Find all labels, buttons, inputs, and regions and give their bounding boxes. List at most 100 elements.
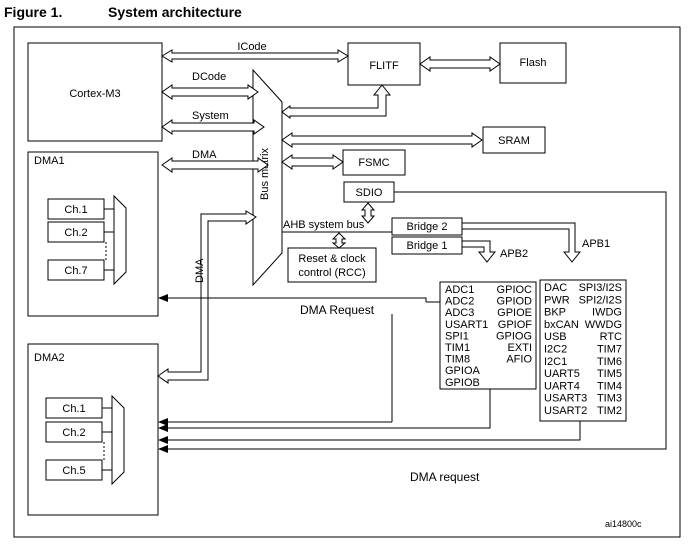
dma-request-apb1-arrowhead bbox=[158, 436, 168, 444]
apb1-left-item-8: UART4 bbox=[544, 380, 580, 392]
dcode-bus-arrow bbox=[161, 84, 259, 100]
cortex-m3-block bbox=[27, 42, 163, 142]
drawing-code: ai14800c bbox=[605, 519, 642, 529]
apb1-left-item-5: I2C2 bbox=[544, 344, 567, 356]
apb2-label: APB2 bbox=[500, 248, 528, 260]
apb2-left-item-2: ADC3 bbox=[445, 307, 474, 319]
apb1-right-item-9: TIM3 bbox=[597, 393, 622, 405]
apb1-right-item-2: IWDG bbox=[592, 307, 622, 319]
apb1-left-item-0: DAC bbox=[544, 282, 567, 294]
apb1-bus-arrow bbox=[461, 222, 582, 263]
apb1-right-item-7: TIM5 bbox=[597, 368, 622, 380]
matrix-flitf-arrow bbox=[281, 84, 392, 119]
apb1-left-item-2: BKP bbox=[544, 307, 566, 319]
apb2-left-item-4: SPI1 bbox=[445, 330, 469, 342]
dma-request-upper-arrowhead bbox=[158, 294, 168, 302]
ahb-rcc-arrow bbox=[331, 232, 347, 249]
dma-request-apb2-line bbox=[168, 389, 491, 429]
apb1-label: APB1 bbox=[582, 238, 610, 250]
apb2-left-item-3: USART1 bbox=[445, 319, 488, 331]
apb2-left-item-7: GPIOA bbox=[445, 365, 481, 377]
apb1-left-item-6: I2C1 bbox=[544, 356, 567, 368]
cortex-m3-label: Cortex-M3 bbox=[69, 88, 120, 100]
apb1-left-item-4: USB bbox=[544, 331, 567, 343]
dma-bus-label: DMA bbox=[192, 149, 217, 161]
apb1-right-item-3: WWDG bbox=[585, 319, 622, 331]
apb1-left-item-3: bxCAN bbox=[544, 319, 579, 331]
apb1-right-item-8: TIM4 bbox=[597, 380, 622, 392]
rcc-label-line2: control (RCC) bbox=[298, 267, 365, 279]
figure-title: System architecture bbox=[108, 4, 242, 20]
dma2-channel-2-label: Ch.2 bbox=[62, 427, 85, 439]
flitf-flash-arrow bbox=[419, 56, 501, 72]
icode-label: ICode bbox=[237, 41, 266, 53]
dma1-label: DMA1 bbox=[34, 155, 65, 167]
flitf-label: FLITF bbox=[369, 60, 399, 72]
apb2-right-item-4: GPIOG bbox=[496, 330, 532, 342]
dma2-bus-label: DMA bbox=[194, 258, 206, 283]
dma1-channel-7-label: Ch.7 bbox=[64, 265, 87, 277]
system-bus-arrow bbox=[161, 119, 265, 135]
apb1-right-item-10: TIM2 bbox=[597, 405, 622, 417]
sdio-request-arrowhead bbox=[158, 445, 168, 453]
dma2-channel-5-label: Ch.5 bbox=[62, 465, 85, 477]
apb2-left-item-8: GPIOB bbox=[445, 377, 480, 389]
bus-matrix-block bbox=[252, 68, 283, 287]
dma1-arbiter bbox=[113, 194, 127, 286]
dma2-request-arrowhead bbox=[158, 418, 168, 426]
dma2-arbiter bbox=[111, 394, 125, 486]
matrix-sram-arrow bbox=[281, 132, 483, 148]
apb1-left-item-10: USART2 bbox=[544, 405, 587, 417]
dma2-channel-1-label: Ch.1 bbox=[62, 403, 85, 415]
fsmc-block bbox=[342, 149, 406, 176]
dma1-bus-arrow bbox=[161, 157, 269, 173]
apb1-right-item-6: TIM6 bbox=[597, 356, 622, 368]
dma-request-apb1-line bbox=[168, 421, 581, 441]
system-label: System bbox=[192, 110, 229, 122]
apb2-peripherals-block bbox=[439, 281, 537, 390]
dma-request-upper-label: DMA Request bbox=[300, 303, 375, 317]
bridge2-label: Bridge 2 bbox=[407, 221, 448, 233]
apb2-right-item-6: AFIO bbox=[506, 354, 532, 366]
apb2-left-item-6: TIM8 bbox=[445, 354, 470, 366]
apb1-right-item-4: RTC bbox=[600, 331, 622, 343]
dma-request-lower-label: DMA request bbox=[410, 470, 480, 484]
apb1-left-list: DACPWRBKPbxCANUSBI2C2I2C1UART5UART4USART… bbox=[544, 282, 587, 417]
dma1-channel-2-label: Ch.2 bbox=[64, 227, 87, 239]
sdio-label: SDIO bbox=[356, 187, 383, 199]
apb2-right-item-1: GPIOD bbox=[497, 296, 533, 308]
flash-block bbox=[499, 42, 567, 84]
apb1-left-item-9: USART3 bbox=[544, 393, 587, 405]
sdio-request-line bbox=[168, 191, 667, 450]
apb1-right-item-0: SPI3/I2S bbox=[579, 282, 622, 294]
apb2-bus-arrow bbox=[461, 240, 497, 263]
dma-request-apb2-arrowhead bbox=[158, 424, 168, 432]
apb2-right-item-5: EXTI bbox=[508, 342, 532, 354]
apb2-left-item-1: ADC2 bbox=[445, 296, 474, 308]
apb1-peripherals-block bbox=[539, 279, 627, 422]
sram-label: SRAM bbox=[498, 135, 530, 147]
sdio-ahb-arrow bbox=[360, 202, 376, 224]
apb1-right-list: SPI3/I2SSPI2/I2SIWDGWWDGRTCTIM7TIM6TIM5T… bbox=[579, 282, 622, 417]
apb2-right-item-2: GPIOE bbox=[497, 307, 532, 319]
flitf-block bbox=[347, 42, 421, 86]
dcode-label: DCode bbox=[192, 71, 226, 83]
dma-request-upper-line bbox=[168, 297, 427, 302]
dma2-label: DMA2 bbox=[34, 352, 65, 364]
dma2-bus-arrow bbox=[157, 210, 257, 384]
dma1-channel-1-label: Ch.1 bbox=[64, 204, 87, 216]
apb2-right-item-3: GPIOF bbox=[498, 319, 533, 331]
apb1-left-item-7: UART5 bbox=[544, 368, 580, 380]
bridge1-label: Bridge 1 bbox=[407, 240, 448, 252]
icode-bus-arrow bbox=[161, 49, 349, 63]
apb1-right-item-5: TIM7 bbox=[597, 344, 622, 356]
bus-matrix-label: Bus matrix bbox=[259, 148, 271, 200]
rcc-block bbox=[287, 247, 377, 283]
rcc-label-line1: Reset & clock bbox=[298, 253, 366, 265]
apb1-right-item-1: SPI2/I2S bbox=[579, 294, 622, 306]
sram-block bbox=[482, 126, 546, 154]
flash-label: Flash bbox=[520, 57, 547, 69]
